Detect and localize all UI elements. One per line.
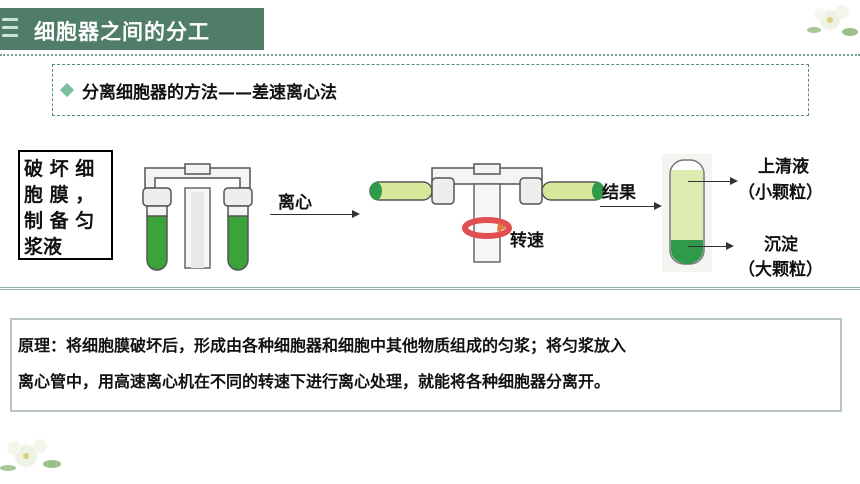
menu-lines-icon <box>0 8 22 50</box>
centrifuge-spinning-illustration <box>369 163 605 263</box>
step-line-4: 浆液 <box>24 236 63 258</box>
page-title: 细胞器之间的分工 <box>34 20 210 44</box>
step-line-3: 制 备 匀 <box>24 210 95 232</box>
flower-decoration-top-right <box>807 5 858 36</box>
arrow-result <box>600 202 662 210</box>
label-result: 结果 <box>602 183 636 203</box>
step-line-1: 破 坏 细 <box>24 158 95 180</box>
step-line-2: 胞 膜 ， <box>24 184 95 206</box>
arrow-centrifuge <box>270 210 360 218</box>
pointer-sediment <box>688 242 734 250</box>
principle-box <box>10 318 842 412</box>
pointer-supernatant <box>688 177 738 185</box>
section-divider <box>0 287 860 290</box>
label-large-particles: （大颗粒） <box>738 260 823 280</box>
flower-decoration-bottom-left <box>0 439 61 471</box>
label-supernatant: 上清液 <box>758 157 809 177</box>
header-bar <box>0 8 264 50</box>
principle-line-2: 离心管中，用高速离心机在不同的转速下进行离心处理，就能将各种细胞器分离开。 <box>18 372 611 391</box>
centrifuge-rest-illustration <box>142 163 253 271</box>
label-small-particles: （小颗粒） <box>738 183 823 203</box>
top-divider <box>0 54 860 56</box>
label-rotation: 转速 <box>510 231 544 251</box>
principle-line-1: 原理：将细胞膜破坏后，形成由各种细胞器和细胞中其他物质组成的匀浆；将匀浆放入 <box>18 336 627 355</box>
method-box <box>52 64 809 116</box>
method-title: 分离细胞器的方法——差速离心法 <box>82 83 337 103</box>
label-centrifuge: 离心 <box>278 193 312 213</box>
result-tube-illustration <box>662 154 712 272</box>
label-sediment: 沉淀 <box>764 235 798 255</box>
principle-text: 原理：将细胞膜破坏后，形成由各种细胞器和细胞中其他物质组成的匀浆；将匀浆放入 离… <box>18 328 838 400</box>
step-homogenate-box <box>18 150 113 260</box>
